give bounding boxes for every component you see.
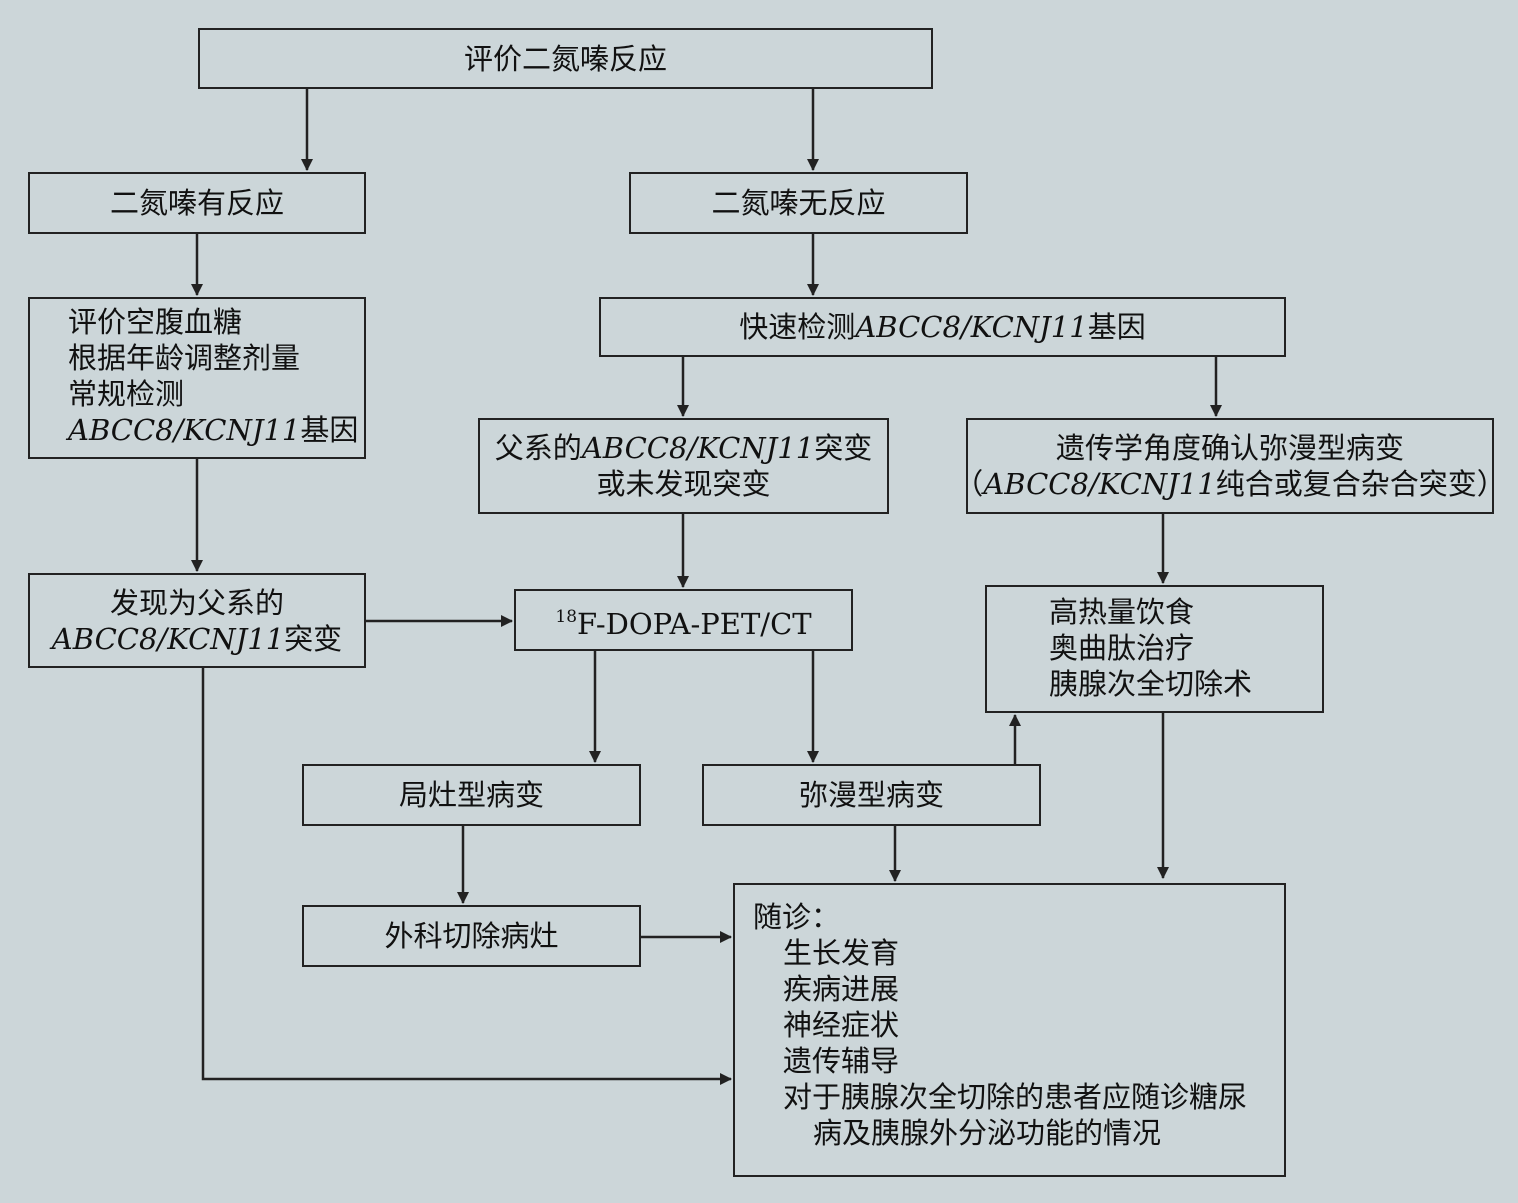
steps-line-4-suffix: 基因 — [300, 413, 359, 447]
evaluate-response-text: 评价二氮嗪反应 — [463, 41, 667, 76]
paternal-found-suffix: 突变 — [284, 621, 343, 656]
pet-ct-text: 18F-DOPA-PET/CT — [555, 599, 811, 642]
surgery-text: 外科切除病灶 — [384, 919, 559, 953]
followup-item: 遗传辅导 — [783, 1044, 900, 1078]
steps-line-4: ABCC8/KCNJ11基因 — [68, 412, 364, 448]
paternal-or-none-suffix: 突变 — [814, 431, 873, 465]
rapid-test-suffix: 基因 — [1087, 310, 1146, 344]
genetic-diffuse-line-1: 遗传学角度确认弥漫型病变 — [1055, 431, 1404, 465]
treatment-line-1: 高热量饮食 — [1049, 595, 1195, 629]
rapid-test-box: 快速检测ABCC8/KCNJ11基因 — [599, 297, 1286, 357]
followup-title: 随诊： — [753, 900, 841, 934]
gene-name: ABCC8/KCNJ11 — [855, 310, 1088, 344]
paternal-found-line-2: ABCC8/KCNJ11突变 — [52, 621, 342, 657]
unresponsive-text: 二氮嗪无反应 — [711, 186, 886, 220]
gene-name: ABCC8/KCNJ11 — [68, 413, 301, 447]
paternal-or-none-prefix: 父系的 — [494, 431, 582, 465]
paternal-or-none-line-2: 或未发现突变 — [596, 467, 771, 501]
paren-open: （ — [954, 467, 984, 501]
diffuse-lesion-box: 弥漫型病变 — [702, 764, 1041, 826]
paternal-or-none-line-1: 父系的ABCC8/KCNJ11突变 — [495, 430, 872, 466]
followup-item: 生长发育 — [783, 936, 900, 970]
surgery-box: 外科切除病灶 — [302, 905, 641, 967]
focal-lesion-box: 局灶型病变 — [302, 764, 641, 826]
gene-name: ABCC8/KCNJ11 — [581, 431, 815, 465]
steps-line-1: 评价空腹血糖 — [68, 305, 243, 339]
diffuse-lesion-text: 弥漫型病变 — [798, 778, 944, 812]
responsive-steps-box: 评价空腹血糖 根据年龄调整剂量 常规检测 ABCC8/KCNJ11基因 — [28, 297, 366, 459]
followup-item-continuation: 病及胰腺外分泌功能的情况 — [813, 1116, 1162, 1150]
focal-lesion-text: 局灶型病变 — [398, 778, 544, 812]
followup-item: 对于胰腺次全切除的患者应随诊糖尿 — [783, 1080, 1248, 1114]
pet-ct-label: F-DOPA-PET/CT — [577, 606, 812, 641]
genetic-diffuse-suffix: 纯合或复合杂合突变） — [1215, 467, 1506, 501]
isotope-superscript: 18 — [555, 606, 578, 627]
treatment-line-2: 奥曲肽治疗 — [1049, 631, 1195, 665]
paternal-found-box: 发现为父系的 ABCC8/KCNJ11突变 — [28, 573, 366, 668]
pet-ct-box: 18F-DOPA-PET/CT — [514, 589, 853, 651]
paternal-or-none-box: 父系的ABCC8/KCNJ11突变 或未发现突变 — [478, 418, 889, 514]
diffuse-treatment-box: 高热量饮食 奥曲肽治疗 胰腺次全切除术 — [985, 585, 1324, 713]
genetic-diffuse-line-2: （ABCC8/KCNJ11纯合或复合杂合突变） — [954, 466, 1505, 502]
genetic-diffuse-box: 遗传学角度确认弥漫型病变 （ABCC8/KCNJ11纯合或复合杂合突变） — [954, 418, 1506, 514]
paternal-found-line-1: 发现为父系的 — [109, 585, 284, 620]
responsive-box: 二氮嗪有反应 — [28, 172, 366, 234]
steps-line-3: 常规检测 — [68, 377, 185, 411]
responsive-text: 二氮嗪有反应 — [109, 186, 284, 220]
unresponsive-box: 二氮嗪无反应 — [629, 172, 968, 234]
steps-line-2: 根据年龄调整剂量 — [68, 341, 301, 375]
arrow-paternal-found-to-followup — [201, 668, 732, 1085]
followup-box: 随诊： 生长发育 疾病进展 神经症状 遗传辅导 对于胰腺次全切除的患者应随诊糖尿… — [733, 883, 1286, 1177]
rapid-test-text: 快速检测ABCC8/KCNJ11基因 — [739, 309, 1145, 345]
rapid-test-prefix: 快速检测 — [739, 310, 856, 344]
gene-name: ABCC8/KCNJ11 — [51, 621, 285, 656]
gene-name: ABCC8/KCNJ11 — [983, 467, 1216, 501]
evaluate-response-box: 评价二氮嗪反应 — [198, 28, 933, 89]
treatment-line-3: 胰腺次全切除术 — [1049, 667, 1253, 701]
followup-item: 疾病进展 — [783, 972, 900, 1006]
followup-item: 神经症状 — [783, 1008, 900, 1042]
